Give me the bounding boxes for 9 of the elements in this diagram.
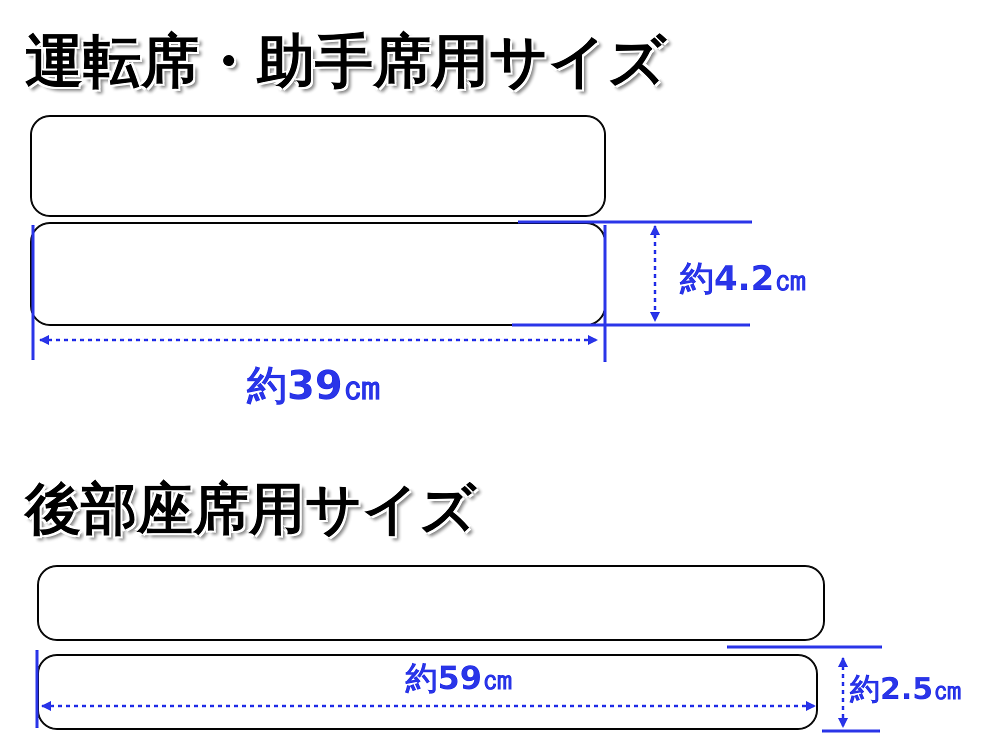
rounded-box — [37, 654, 818, 730]
rounded-box — [30, 115, 606, 217]
dimension-label: 約2.5㎝ — [850, 675, 964, 705]
dimension-label: 約59㎝ — [406, 662, 514, 694]
heading: 運転席・助手席用サイズ — [25, 32, 666, 90]
rounded-box — [37, 565, 825, 641]
dimension-label: 約4.2㎝ — [680, 262, 808, 296]
dimension-label: 約39㎝ — [247, 366, 383, 406]
rounded-box — [30, 222, 606, 326]
